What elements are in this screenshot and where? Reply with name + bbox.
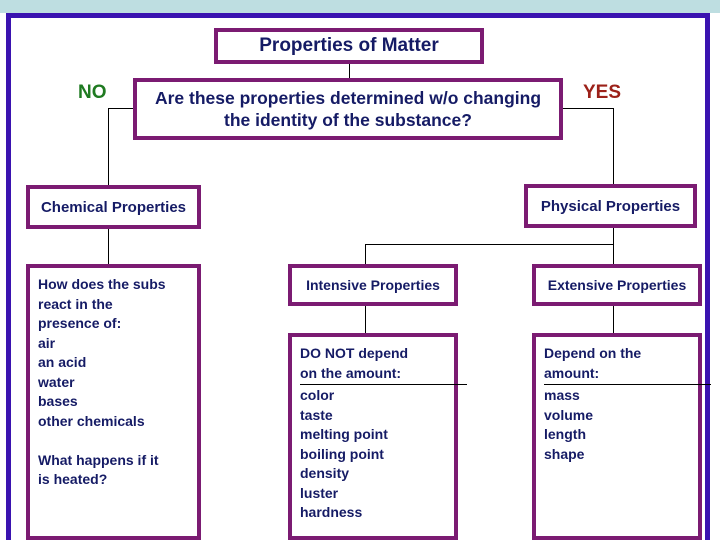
detail-chemical-item-0: air xyxy=(38,334,56,351)
node-physical-properties[interactable]: Physical Properties xyxy=(524,184,697,228)
top-color-band xyxy=(0,0,720,13)
detail-chemical-question-0: What happens if it xyxy=(38,451,159,468)
node-intensive-properties[interactable]: Intensive Properties xyxy=(288,264,458,306)
connector-extensive-to-detail xyxy=(613,306,614,333)
node-properties-of-matter-label: Properties of Matter xyxy=(259,35,439,56)
connector-to-intensive xyxy=(365,244,366,265)
node-extensive-properties-label: Extensive Properties xyxy=(547,277,687,293)
detail-intensive-heading-1: on the amount: xyxy=(300,364,402,381)
detail-intensive-heading-0: DO NOT depend xyxy=(300,345,409,361)
connector-physical-split-bar xyxy=(365,244,614,245)
detail-intensive-item-5: luster xyxy=(300,484,339,501)
node-intensive-properties-label: Intensive Properties xyxy=(306,277,440,293)
detail-intensive-item-1: taste xyxy=(300,406,333,423)
node-decision-question[interactable]: Are these properties determined w/o chan… xyxy=(133,78,563,140)
detail-chemical-heading-2: presence of: xyxy=(38,315,122,331)
detail-chemical-item-3: bases xyxy=(38,393,78,409)
detail-chemical-heading-0: How does the subs xyxy=(38,276,166,292)
connector-physical-down xyxy=(613,228,614,245)
branch-label-no: NO xyxy=(78,82,107,103)
node-properties-of-matter[interactable]: Properties of Matter xyxy=(214,28,484,64)
detail-chemical-item-2: water xyxy=(38,373,75,390)
detail-extensive-heading-1: amount: xyxy=(544,364,600,381)
connector-no-vertical xyxy=(108,108,109,186)
node-chemical-properties-label: Chemical Properties xyxy=(40,198,187,216)
connector-title-to-question xyxy=(349,63,350,81)
node-decision-question-label: Are these properties determined w/o chan… xyxy=(154,88,542,130)
detail-extensive-item-3: shape xyxy=(544,445,585,462)
connector-to-extensive xyxy=(613,244,614,265)
node-chemical-properties[interactable]: Chemical Properties xyxy=(26,185,201,229)
detail-extensive-heading-0: Depend on the xyxy=(544,345,642,361)
detail-chemical-properties[interactable]: How does the subs react in the presence … xyxy=(26,264,201,540)
detail-intensive-item-3: boiling point xyxy=(300,445,384,462)
connector-question-right-stub xyxy=(562,108,614,109)
detail-intensive-item-4: density xyxy=(300,465,350,481)
detail-chemical-heading-1: react in the xyxy=(38,295,113,312)
detail-intensive-item-0: color xyxy=(300,387,335,403)
connector-chemical-to-detail xyxy=(108,229,109,264)
detail-chemical-question-1: is heated? xyxy=(38,471,108,487)
connector-yes-vertical xyxy=(613,108,614,185)
connector-question-left-stub xyxy=(108,108,136,109)
connector-intensive-to-detail xyxy=(365,306,366,333)
detail-extensive-item-2: length xyxy=(544,426,586,442)
detail-chemical-item-4: other chemicals xyxy=(38,412,145,429)
detail-intensive-divider xyxy=(300,384,467,385)
detail-extensive-properties[interactable]: Depend on the amount: mass volume length… xyxy=(532,333,711,540)
detail-intensive-item-6: hardness xyxy=(300,504,363,520)
detail-intensive-properties[interactable]: DO NOT depend on the amount: color taste… xyxy=(288,333,467,540)
detail-extensive-item-0: mass xyxy=(544,387,580,403)
node-physical-properties-label: Physical Properties xyxy=(540,197,681,215)
node-extensive-properties[interactable]: Extensive Properties xyxy=(532,264,702,306)
branch-label-yes: YES xyxy=(583,82,622,103)
detail-extensive-divider xyxy=(544,384,711,385)
detail-intensive-item-2: melting point xyxy=(300,426,388,442)
detail-extensive-item-1: volume xyxy=(544,406,594,423)
detail-chemical-item-1: an acid xyxy=(38,354,87,370)
